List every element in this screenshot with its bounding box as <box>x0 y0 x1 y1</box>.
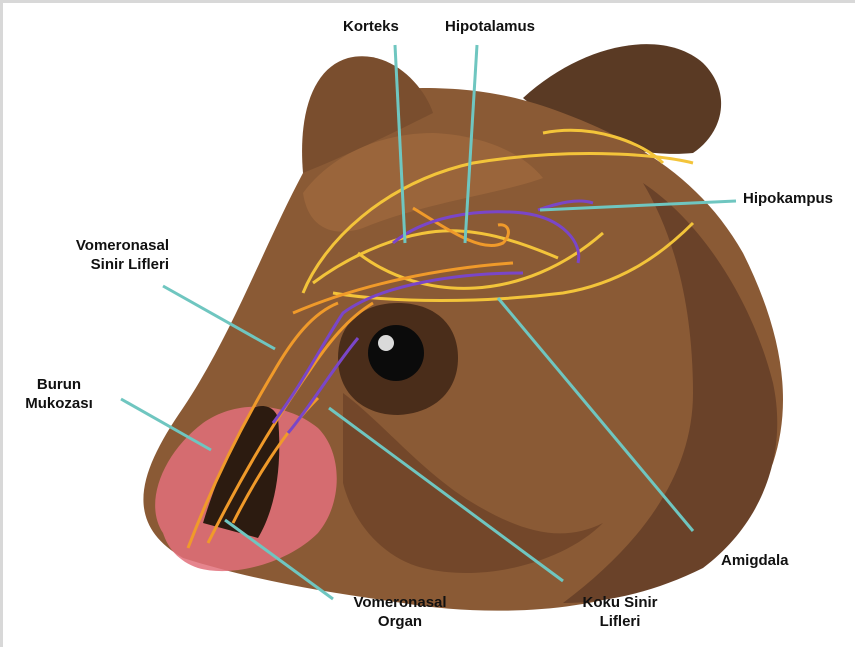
label-burun-mukozasi-line2: Mukozası <box>9 394 109 413</box>
label-hipotalamus-text: Hipotalamus <box>445 17 535 36</box>
label-vomeronasal-organ: Vomeronasal Organ <box>345 593 455 631</box>
label-hipokampus-text: Hipokampus <box>743 189 833 208</box>
label-amigdala: Amigdala <box>721 551 789 570</box>
label-burun-mukozasi-line1: Burun <box>9 375 109 394</box>
eye-highlight <box>378 335 394 351</box>
label-vomeronasal-organ-line1: Vomeronasal <box>345 593 455 612</box>
label-hipokampus: Hipokampus <box>743 189 833 208</box>
label-korteks: Korteks <box>343 17 399 36</box>
label-koku-sinir-lifleri: Koku Sinir Lifleri <box>570 593 670 631</box>
label-amigdala-text: Amigdala <box>721 551 789 570</box>
label-koku-sinir-lifleri-line1: Koku Sinir <box>570 593 670 612</box>
label-vomeronasal-sinir-lifleri: Vomeronasal Sinir Lifleri <box>43 236 169 274</box>
label-koku-sinir-lifleri-line2: Lifleri <box>570 612 670 631</box>
label-vomeronasal-sinir-lifleri-line2: Sinir Lifleri <box>43 255 169 274</box>
label-vomeronasal-sinir-lifleri-line1: Vomeronasal <box>43 236 169 255</box>
eye <box>368 325 424 381</box>
label-burun-mukozasi: Burun Mukozası <box>9 375 109 413</box>
label-hipotalamus: Hipotalamus <box>445 17 535 36</box>
label-vomeronasal-organ-line2: Organ <box>345 612 455 631</box>
label-korteks-text: Korteks <box>343 17 399 36</box>
